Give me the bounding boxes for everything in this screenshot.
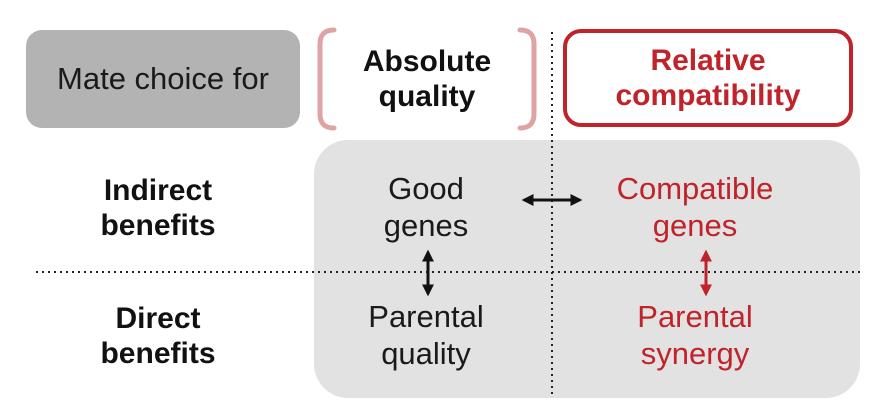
mate-choice-label: Mate choice for [57,60,269,96]
parental-quality-label: Parental quality [368,299,484,371]
absolute-quality-label: Absolute quality [362,44,492,113]
direct-benefits-label: Direct benefits [100,301,216,370]
relative-compatibility-label: Relative compatibility [615,43,801,112]
left-bracket [317,27,337,131]
right-bracket [517,27,537,131]
cell-parental-synergy: Parental synergy [585,292,805,380]
indirect-benefits-label: Indirect benefits [100,173,216,242]
relative-compatibility-header: Relative compatibility [563,29,853,127]
compatible-genes-label: Compatible genes [616,171,774,243]
mate-choice-label-box: Mate choice for [26,30,300,128]
row-label-direct: Direct benefits [38,292,278,380]
good-genes-label: Good genes [383,171,469,243]
row-label-indirect: Indirect benefits [38,164,278,252]
cell-good-genes: Good genes [316,164,536,252]
cell-compatible-genes: Compatible genes [585,164,805,252]
parental-synergy-label: Parental synergy [637,299,753,371]
absolute-quality-header: Absolute quality [320,30,534,128]
absolute-quality-brackets [317,27,537,131]
benefits-panel [314,140,860,398]
cell-parental-quality: Parental quality [316,292,536,380]
